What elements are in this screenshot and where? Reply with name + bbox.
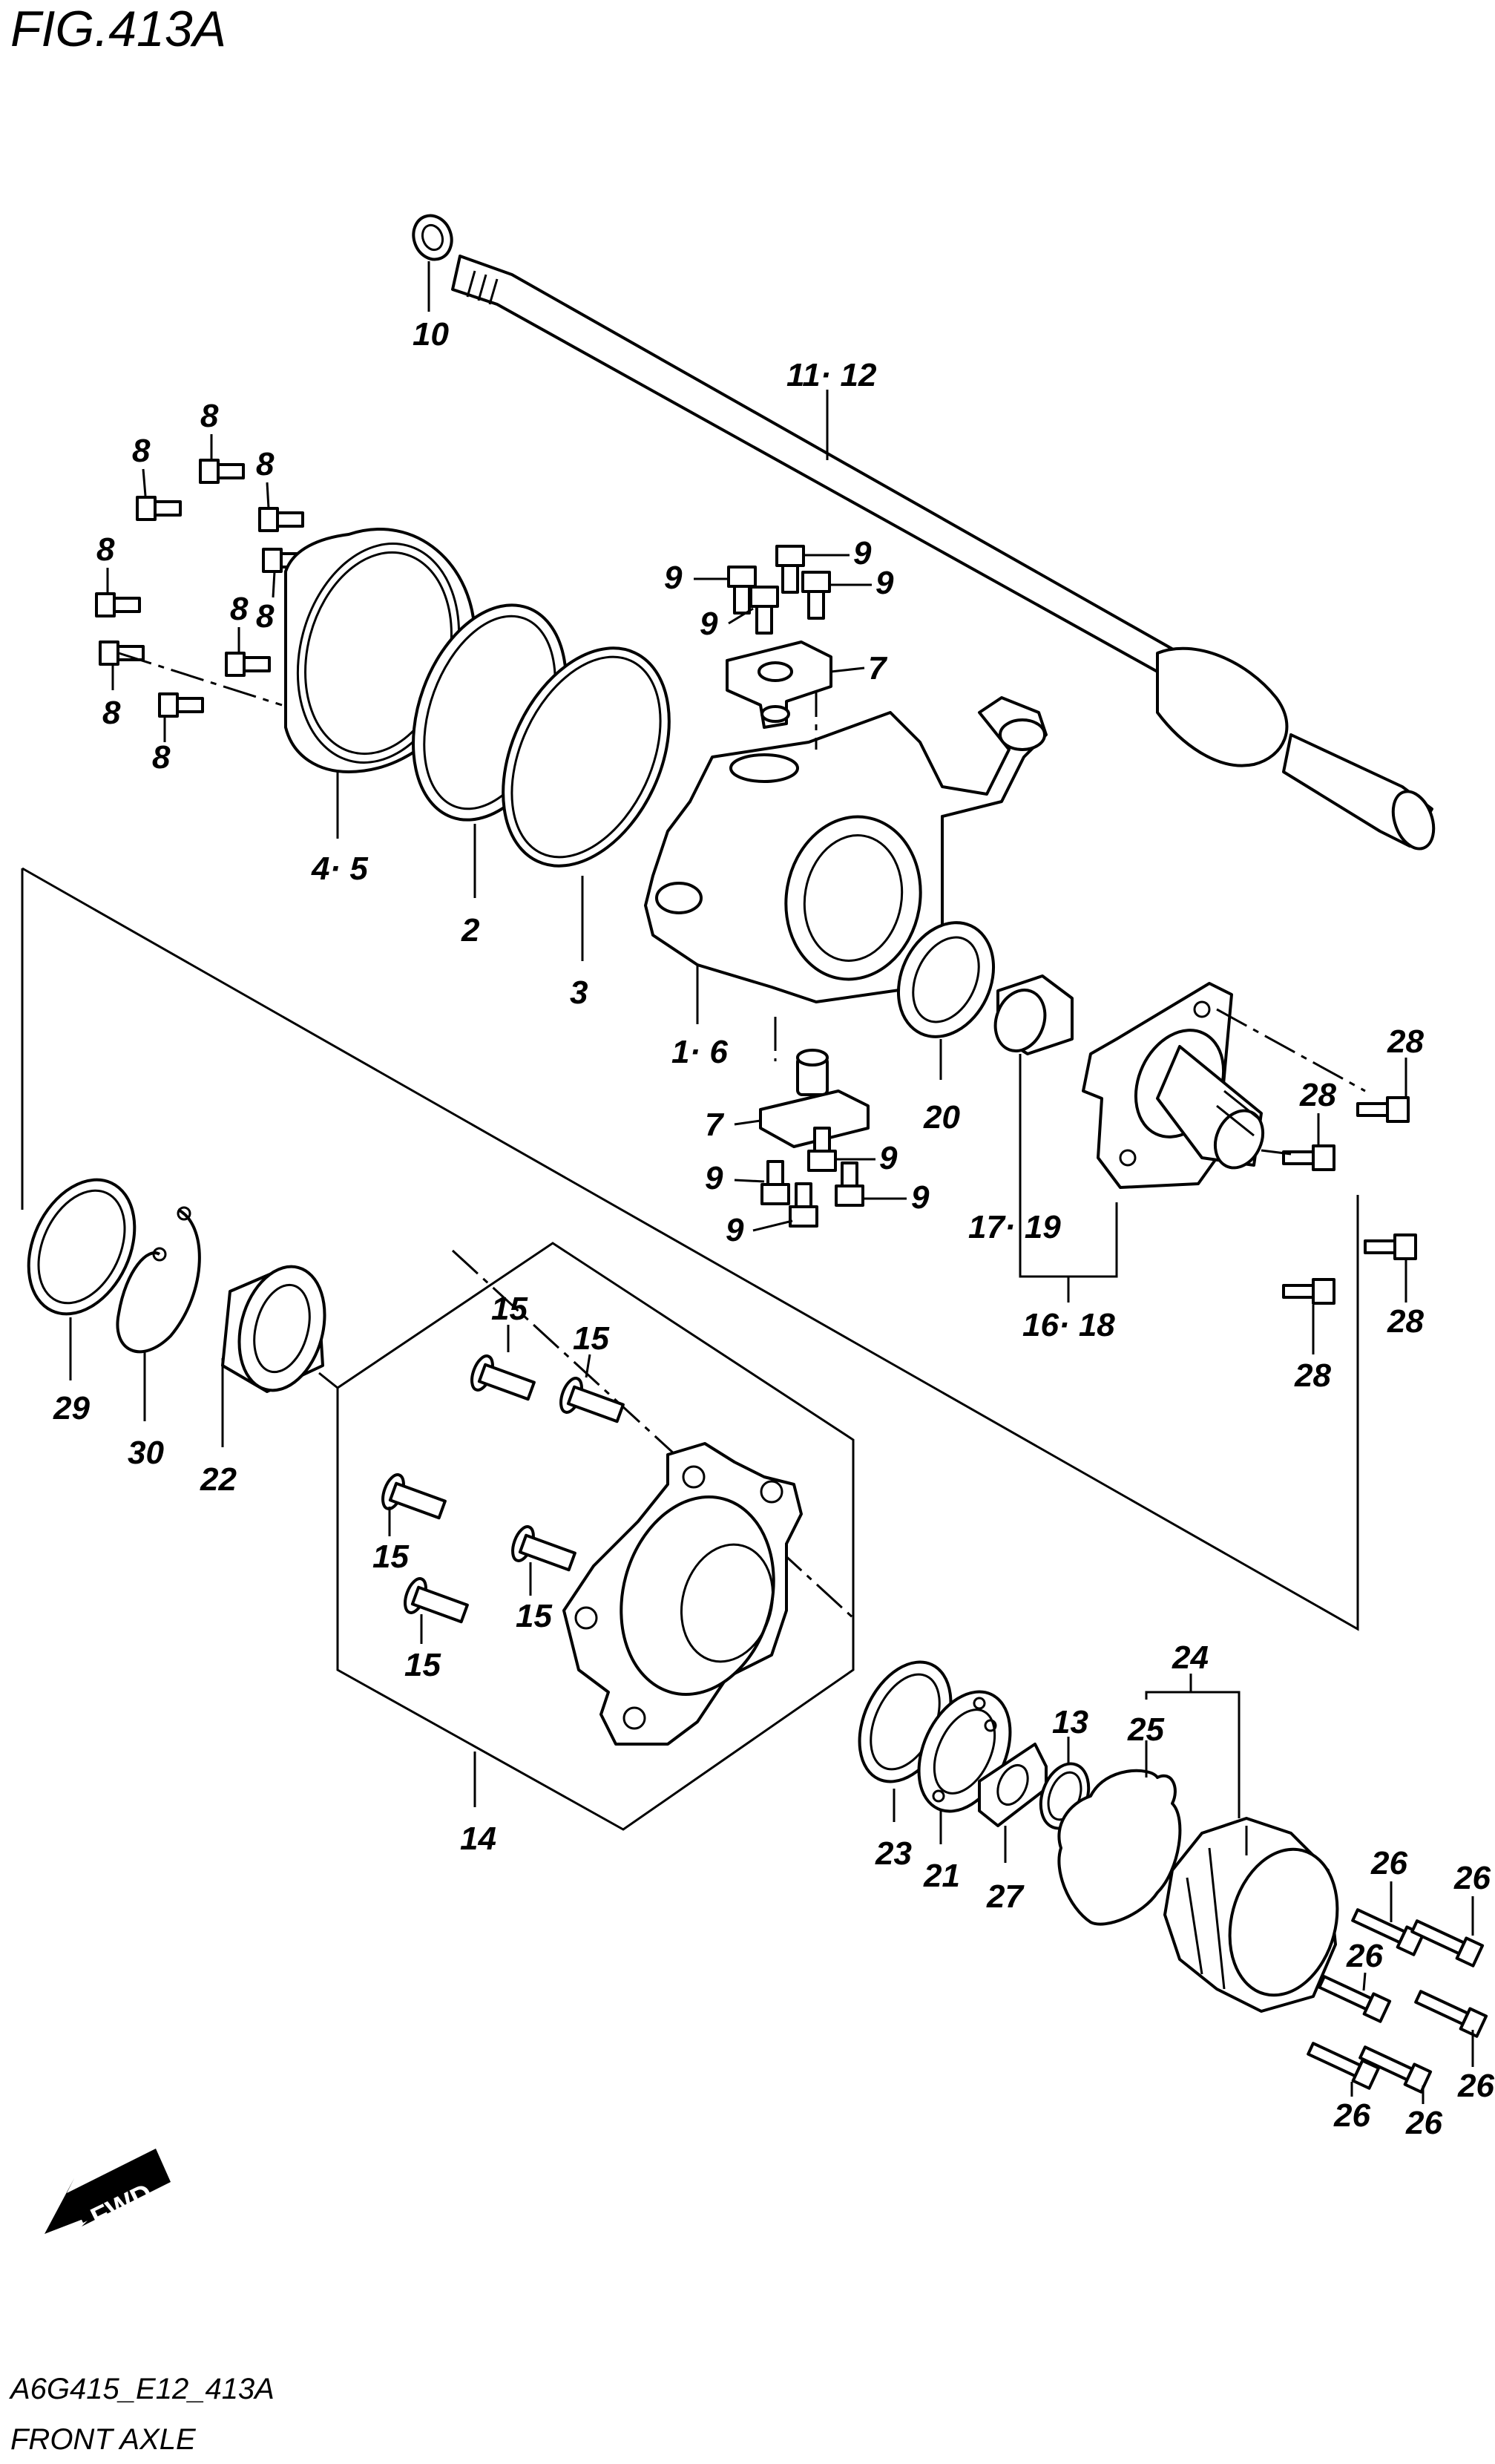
part-25-gasket[interactable] — [1057, 1769, 1182, 1926]
callout-4-5: 4· 5 — [311, 851, 368, 887]
part-26-bolts[interactable] — [1306, 1905, 1488, 2094]
callout-9d: 9 — [700, 606, 718, 642]
callout-8e: 8 — [256, 598, 275, 635]
callout-9g: 9 — [911, 1179, 930, 1216]
callout-10: 10 — [413, 316, 449, 353]
callout-26f: 26 — [1405, 2105, 1442, 2141]
part-14-hub[interactable] — [562, 1442, 803, 1746]
callout-13: 13 — [1052, 1704, 1088, 1740]
callout-15c: 15 — [372, 1539, 409, 1575]
callout-14: 14 — [460, 1821, 496, 1857]
part-30-snap-ring[interactable] — [116, 1206, 201, 1354]
hub-assembly-box — [336, 1242, 855, 1831]
callout-2: 2 — [461, 912, 480, 948]
part-10-washer[interactable] — [407, 210, 458, 264]
assembly-line-28b — [1261, 1149, 1292, 1156]
callout-26c: 26 — [1346, 1938, 1383, 1974]
drawing-code: A6G415_E12_413A — [9, 2373, 275, 2405]
part-24-hub-cap[interactable] — [1163, 1817, 1353, 2013]
callout-26d: 26 — [1457, 2068, 1494, 2104]
callout-30: 30 — [128, 1435, 164, 1471]
assembly-line-28a — [1216, 1008, 1366, 1092]
leader-9d — [728, 607, 754, 625]
callout-11-12: 11· 12 — [786, 357, 877, 393]
callout-24: 24 — [1172, 1639, 1209, 1676]
part-15-hub-bolts[interactable] — [379, 1353, 626, 1630]
part-7-upper-kingpin-cap[interactable] — [726, 640, 832, 729]
callout-28c: 28 — [1387, 1303, 1424, 1340]
part-9-upper-bolts[interactable] — [727, 545, 831, 635]
fwd-arrow-icon: FWD — [45, 2149, 171, 2234]
callout-28d: 28 — [1294, 1357, 1331, 1394]
part-29-ring[interactable] — [8, 1162, 155, 1331]
diagram-caption: FRONT AXLE — [10, 2423, 197, 2456]
bracket-assembly-outline — [21, 867, 1359, 1631]
part-11-12-drive-shaft[interactable] — [451, 255, 1441, 854]
leader-7b — [734, 1119, 761, 1126]
callout-16-18: 16· 18 — [1022, 1307, 1115, 1343]
callout-26a: 26 — [1370, 1845, 1407, 1881]
leader-7a — [830, 666, 865, 673]
callout-1-6: 1· 6 — [671, 1034, 728, 1070]
callout-15d: 15 — [516, 1598, 552, 1634]
callout-21: 21 — [923, 1858, 960, 1894]
callout-20: 20 — [923, 1099, 960, 1136]
callout-8h: 8 — [152, 739, 171, 776]
callout-3: 3 — [570, 974, 588, 1011]
assembly-line-bolts — [118, 652, 283, 707]
part-20-oil-seal[interactable] — [881, 907, 1011, 1052]
figure-title: FIG.413A — [10, 1, 226, 57]
callout-9c: 9 — [875, 565, 894, 601]
part-1-6-knuckle[interactable] — [644, 696, 1048, 1003]
callout-9f: 9 — [879, 1140, 898, 1176]
callout-28a: 28 — [1387, 1023, 1424, 1060]
leader-8e — [272, 571, 276, 598]
callout-7b: 7 — [705, 1107, 725, 1143]
leader-26c — [1362, 1972, 1367, 1991]
callout-9h: 9 — [726, 1212, 744, 1248]
bracket-24 — [1145, 1691, 1241, 1818]
callout-8d: 8 — [96, 531, 115, 568]
part-9-lower-bolts[interactable] — [760, 1127, 864, 1228]
callout-9a: 9 — [664, 560, 683, 596]
callout-28b: 28 — [1299, 1077, 1336, 1113]
callout-15b: 15 — [573, 1320, 609, 1357]
leader-8c — [266, 482, 270, 509]
part-3-o-ring[interactable] — [470, 621, 702, 892]
callout-15a: 15 — [491, 1291, 528, 1327]
leader-8b — [142, 468, 147, 497]
callout-17-19: 17· 19 — [968, 1209, 1061, 1245]
part-16-18-spindle[interactable] — [1082, 982, 1272, 1189]
callout-27: 27 — [986, 1878, 1025, 1915]
callout-25: 25 — [1127, 1711, 1164, 1748]
part-8-bolts[interactable] — [95, 459, 308, 718]
callout-9b: 9 — [853, 535, 872, 571]
callout-26b: 26 — [1453, 1860, 1491, 1896]
callout-7a: 7 — [868, 650, 888, 687]
callout-8b: 8 — [132, 433, 151, 469]
callout-26e: 26 — [1333, 2097, 1370, 2134]
callout-23: 23 — [875, 1835, 912, 1872]
part-17-19-bushing[interactable] — [988, 974, 1074, 1058]
callout-8a: 8 — [200, 398, 219, 434]
leader-9h — [752, 1219, 793, 1232]
callout-9e: 9 — [705, 1160, 723, 1196]
leader-22-link — [318, 1372, 338, 1389]
part-7-lower-kingpin-cap[interactable] — [759, 1049, 870, 1148]
leader-9e — [734, 1179, 765, 1183]
callout-8c: 8 — [256, 446, 275, 482]
part-28-bolts[interactable] — [1282, 1096, 1417, 1305]
callout-15e: 15 — [404, 1647, 441, 1683]
leader-15b — [585, 1354, 591, 1378]
part-22-bearing[interactable] — [221, 1257, 338, 1400]
callout-8f: 8 — [230, 591, 249, 627]
callout-8g: 8 — [102, 695, 121, 731]
callout-29: 29 — [53, 1390, 90, 1426]
callout-22: 22 — [200, 1461, 237, 1498]
